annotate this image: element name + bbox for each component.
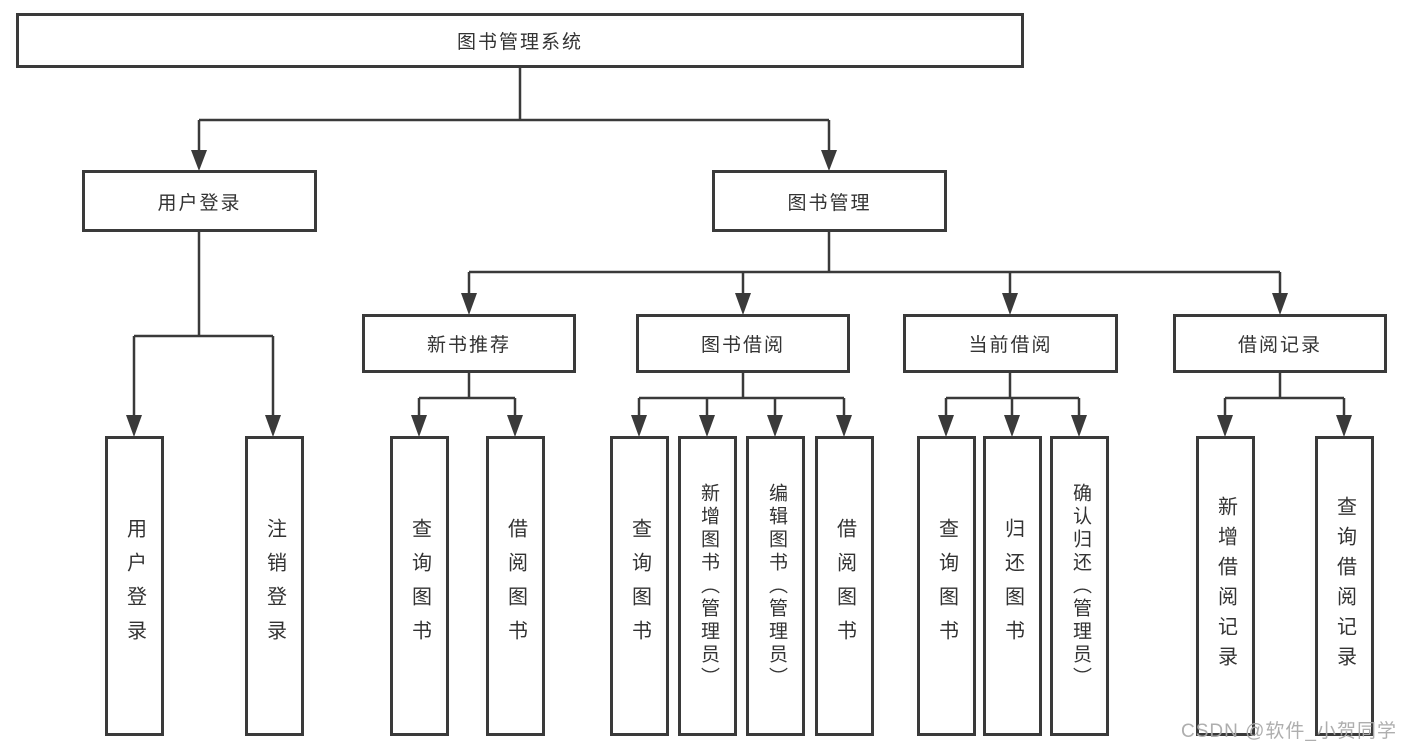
node-book-management: 图书管理 (712, 170, 947, 232)
leaf-query-books-current: 查询图书 (917, 436, 976, 736)
leaf-add-book-admin: 新增图书（管理员） (678, 436, 737, 736)
leaf-label: 确认归还（管理员） (1069, 482, 1091, 690)
leaf-label: 注销登录 (263, 518, 286, 654)
leaf-query-books-recommend: 查询图书 (390, 436, 449, 736)
node-user-login: 用户登录 (82, 170, 317, 232)
node-label: 当前借阅 (968, 335, 1053, 356)
leaf-label: 归还图书 (1001, 518, 1024, 654)
node-label: 图书管理 (787, 192, 872, 214)
leaf-borrow-books: 借阅图书 (815, 436, 874, 736)
leaf-confirm-return-admin: 确认归还（管理员） (1050, 436, 1109, 736)
node-label: 用户登录 (157, 192, 242, 214)
leaf-return-books: 归还图书 (983, 436, 1042, 736)
leaf-query-books-borrow: 查询图书 (610, 436, 669, 736)
leaf-query-borrow-record: 查询借阅记录 (1315, 436, 1374, 736)
leaf-label: 借阅图书 (833, 518, 856, 654)
leaf-label: 用户登录 (123, 518, 146, 654)
leaf-add-borrow-record: 新增借阅记录 (1196, 436, 1255, 736)
leaf-borrow-books-recommend: 借阅图书 (486, 436, 545, 736)
node-library-management-system: 图书管理系统 (16, 13, 1024, 68)
leaf-logout: 注销登录 (245, 436, 304, 736)
node-label: 新书推荐 (426, 335, 511, 356)
leaf-label: 查询图书 (935, 518, 958, 654)
node-label: 借阅记录 (1237, 335, 1322, 356)
node-current-borrowing: 当前借阅 (903, 314, 1118, 373)
leaf-label: 查询图书 (628, 518, 651, 654)
node-new-book-recommendation: 新书推荐 (362, 314, 576, 373)
node-borrowing-records: 借阅记录 (1173, 314, 1387, 373)
node-label: 图书借阅 (700, 335, 785, 356)
leaf-edit-book-admin: 编辑图书（管理员） (746, 436, 805, 736)
leaf-label: 查询图书 (408, 518, 431, 654)
leaf-label: 新增图书（管理员） (697, 482, 719, 690)
leaf-label: 编辑图书（管理员） (765, 482, 787, 690)
node-label: 图书管理系统 (456, 32, 583, 53)
leaf-label: 新增借阅记录 (1214, 496, 1237, 676)
leaf-user-login: 用户登录 (105, 436, 164, 736)
watermark: CSDN @软件_小贺同学 (1181, 721, 1397, 742)
leaf-label: 借阅图书 (504, 518, 527, 654)
leaf-label: 查询借阅记录 (1333, 496, 1356, 676)
node-book-borrowing: 图书借阅 (636, 314, 850, 373)
